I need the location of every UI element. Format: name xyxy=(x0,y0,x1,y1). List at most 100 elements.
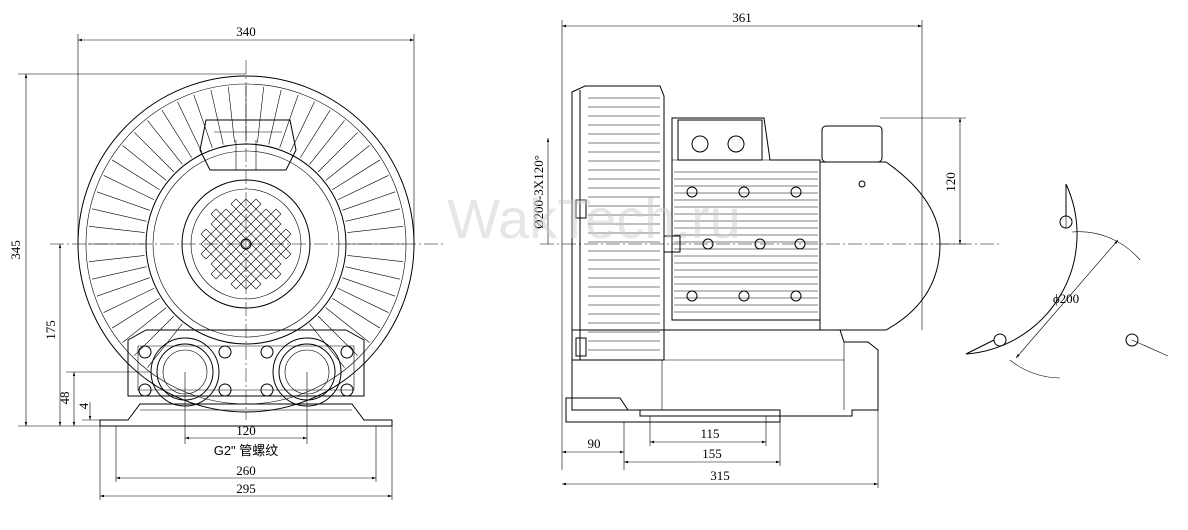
motor-bolt xyxy=(738,290,750,302)
flange-label: Ø200-3X120° xyxy=(531,155,546,229)
side-fins xyxy=(588,97,660,351)
fin xyxy=(289,101,315,153)
grille-cell xyxy=(220,238,232,250)
grille-cell xyxy=(210,268,222,280)
fin xyxy=(147,120,183,165)
grille-cell xyxy=(220,268,232,280)
motor-bolt xyxy=(686,186,698,198)
dim-48: 48 xyxy=(57,392,72,405)
grille-cell xyxy=(230,258,242,270)
grille-cell xyxy=(210,238,222,250)
fin xyxy=(268,89,282,145)
fin xyxy=(103,175,155,201)
grille-cell xyxy=(210,248,222,260)
fin xyxy=(309,120,345,165)
motor-bolt xyxy=(794,238,806,250)
grille-cell xyxy=(250,228,262,240)
cooling-fins xyxy=(88,86,404,368)
dim-115: 115 xyxy=(700,426,719,441)
dim-340: 340 xyxy=(236,24,256,39)
grille-cell xyxy=(270,208,282,220)
fin xyxy=(337,175,389,201)
dim-345: 345 xyxy=(8,240,23,260)
fin xyxy=(122,145,167,181)
grille-cell xyxy=(250,208,262,220)
fin xyxy=(112,298,160,329)
grille-cell xyxy=(280,248,292,260)
fin xyxy=(134,315,175,356)
dim-120-ports: 120 xyxy=(236,423,256,438)
fin xyxy=(317,132,358,173)
grille-cell xyxy=(250,258,262,270)
grille-cell xyxy=(260,258,272,270)
thread-note: G2" 管螺纹 xyxy=(214,443,279,458)
fin xyxy=(96,191,150,211)
fin xyxy=(91,266,147,280)
dim-315: 315 xyxy=(710,468,730,483)
grille-cell xyxy=(250,238,262,250)
fin xyxy=(347,226,404,233)
motor-bolt xyxy=(790,290,802,302)
dim-361: 361 xyxy=(732,10,752,25)
fin xyxy=(134,132,175,173)
grille-cell xyxy=(250,218,262,230)
grille-cell xyxy=(250,278,262,290)
grille-cell xyxy=(270,248,282,260)
grille-cell xyxy=(230,238,242,250)
fin xyxy=(325,307,370,343)
fin xyxy=(193,94,213,148)
grille-cell xyxy=(230,278,242,290)
fan-grille xyxy=(200,198,292,290)
grille-cell xyxy=(280,238,292,250)
grille-cell xyxy=(210,218,222,230)
fin xyxy=(88,226,145,233)
dim-175: 175 xyxy=(43,320,58,340)
fin xyxy=(210,89,224,145)
grille-cell xyxy=(210,228,222,240)
grille-cell xyxy=(240,278,252,290)
grille-cell xyxy=(230,218,242,230)
grille-cell xyxy=(260,218,272,230)
grille-cell xyxy=(260,238,272,250)
flange-diameter: ϕ200 xyxy=(1053,291,1079,306)
grille-cell xyxy=(270,238,282,250)
fin xyxy=(332,159,380,190)
grille-cell xyxy=(220,258,232,270)
grille-cell xyxy=(230,268,242,280)
grille-cell xyxy=(260,248,272,260)
grille-cell xyxy=(260,228,272,240)
fin xyxy=(325,145,370,181)
motor-bolt xyxy=(702,238,714,250)
dim-120-height: 120 xyxy=(943,172,958,192)
fin xyxy=(300,110,331,158)
fin xyxy=(345,208,401,222)
grille-cell xyxy=(230,248,242,260)
fin xyxy=(112,159,160,190)
grille-cell xyxy=(240,198,252,210)
grille-cell xyxy=(250,198,262,210)
grille-cell xyxy=(240,268,252,280)
fin xyxy=(88,255,145,262)
fin xyxy=(96,277,150,297)
motor-bolts xyxy=(686,186,806,302)
motor-bolt xyxy=(754,238,766,250)
fin xyxy=(161,110,192,158)
grille-cell xyxy=(240,228,252,240)
motor-bolt xyxy=(790,186,802,198)
grille-cell xyxy=(260,208,272,220)
fin xyxy=(177,101,203,153)
grille-cell xyxy=(240,218,252,230)
watermark: WakTech.ru xyxy=(447,187,741,250)
fin xyxy=(122,307,167,343)
fin xyxy=(347,255,404,262)
fin xyxy=(342,277,396,297)
grille-cell xyxy=(220,228,232,240)
motor-bolt xyxy=(738,186,750,198)
fin xyxy=(257,86,264,143)
dim-295: 295 xyxy=(236,481,256,496)
fin xyxy=(332,298,380,329)
grille-cell xyxy=(220,208,232,220)
front-view: 340 345 175 48 4 120 G2" 管螺纹 260 295 xyxy=(8,24,445,500)
fin xyxy=(342,191,396,211)
